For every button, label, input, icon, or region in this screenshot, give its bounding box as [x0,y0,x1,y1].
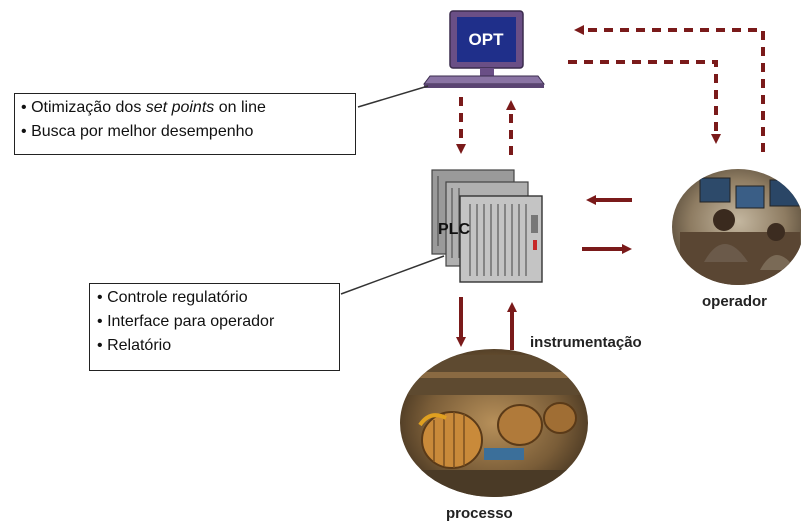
plc-callout-line [340,255,445,295]
plc-rack-icon: PLC [431,169,543,283]
opt-computer-icon: OPT [423,10,545,88]
plc-features-box: • Controle regulatório • Interface para … [89,283,340,371]
instrumentacao-label: instrumentação [530,334,642,351]
plc-feature-item: • Interface para operador [97,313,275,330]
opt-label: OPT [469,30,505,49]
operator-photo [672,169,801,285]
opt-features-box: • Otimização dos set points on line • Bu… [14,93,356,155]
operador-label: operador [702,293,768,310]
plc-feature-item: • Relatório [97,337,172,354]
opt-callout-line [357,85,429,108]
processo-label: processo [446,505,513,522]
opt-feature-item: • Otimização dos set points on line [21,99,266,116]
process-photo [400,349,588,497]
opt-feature-item: • Busca por melhor desempenho [21,123,254,140]
plc-label: PLC [438,221,470,238]
plc-feature-item: • Controle regulatório [97,289,248,306]
opt-to-operador-arrow [568,60,721,144]
operador-to-opt-arrow [574,25,765,152]
